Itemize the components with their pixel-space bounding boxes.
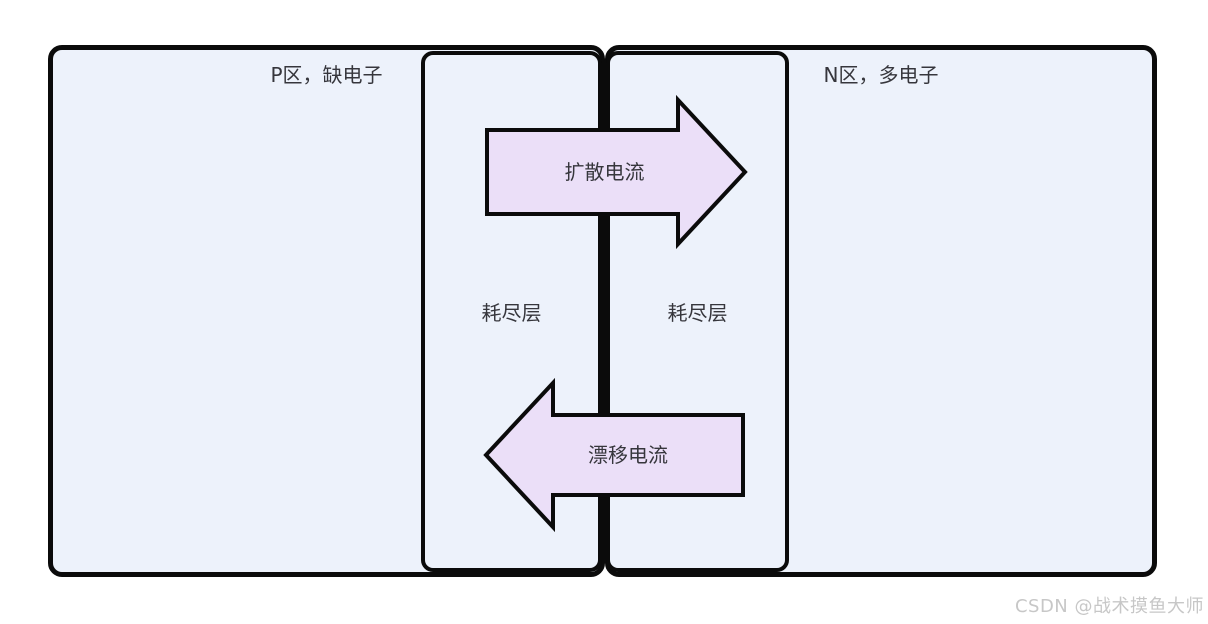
- p-region-label: P区，缺电子: [270, 63, 383, 87]
- right-arrow-shape: [485, 94, 748, 250]
- depletion-layer-right-label: 耗尽层: [667, 301, 728, 325]
- drift-current-arrow: [483, 377, 745, 533]
- diffusion-current-label: 扩散电流: [564, 160, 645, 184]
- left-arrow-shape: [483, 377, 745, 533]
- diffusion-current-arrow: [485, 94, 748, 250]
- n-region-label: N区，多电子: [823, 63, 939, 87]
- drift-current-label: 漂移电流: [588, 443, 668, 467]
- csdn-watermark: CSDN @战术摸鱼大师: [1014, 596, 1204, 617]
- depletion-layer-left-label: 耗尽层: [481, 301, 542, 325]
